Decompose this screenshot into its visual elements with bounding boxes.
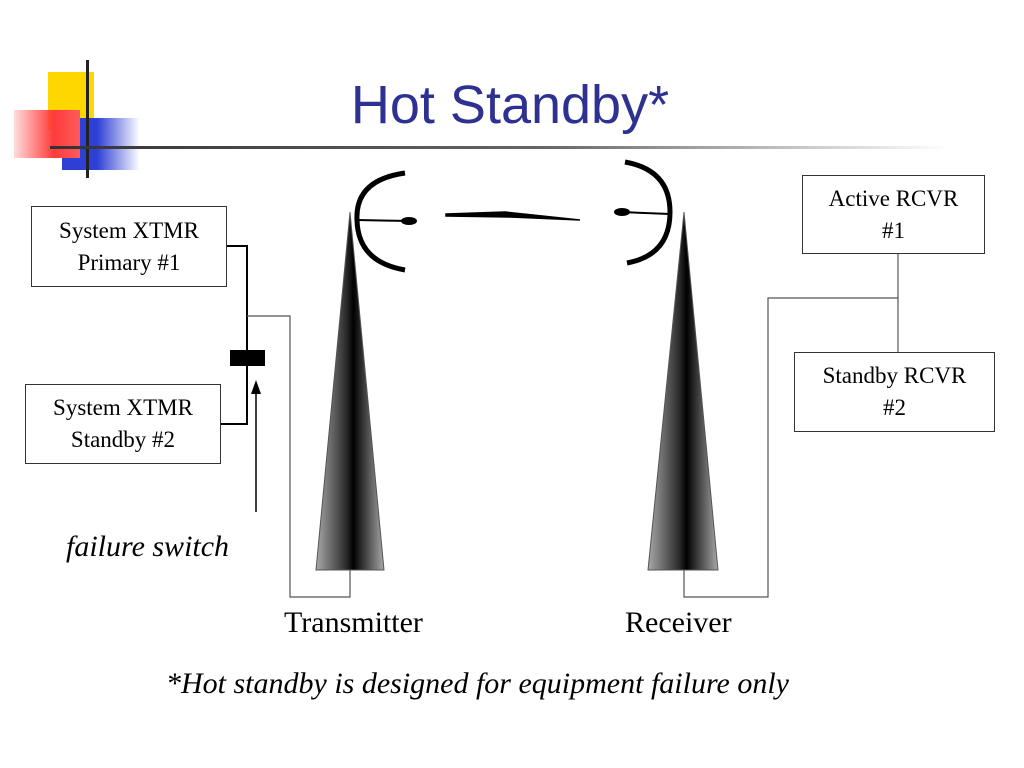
transmitter-tower xyxy=(315,211,385,571)
signal-beam xyxy=(445,211,581,221)
xtmr-primary-line1: System XTMR xyxy=(59,217,199,243)
xtmr-primary-box: System XTMR Primary #1 xyxy=(31,206,227,287)
failure-switch-arrowhead xyxy=(251,380,261,394)
receiver-label: Receiver xyxy=(625,606,732,639)
xtmr-standby-line2: Standby #2 xyxy=(70,427,176,452)
receiver-feed-horn xyxy=(614,208,630,216)
receiver-feed-line xyxy=(683,297,898,598)
primary-xtmr-connector xyxy=(221,245,248,425)
switch-to-transmitter-feed xyxy=(247,315,351,598)
transmitter-feed-horn xyxy=(401,217,417,225)
rcvr-standby-box: Standby RCVR #2 xyxy=(794,352,995,432)
xtmr-standby-box: System XTMR Standby #2 xyxy=(25,384,221,464)
receiver-tower xyxy=(647,211,719,571)
deco-vertical-line xyxy=(86,60,89,178)
rcvr-standby-line1: Standby RCVR xyxy=(822,363,967,388)
rcvr-active-line2: #1 xyxy=(882,217,905,243)
rcvr-active-box: Active RCVR #1 xyxy=(802,175,985,254)
xtmr-standby-line1: System XTMR xyxy=(53,395,193,420)
receiver-dish xyxy=(624,159,673,266)
footnote: *Hot standby is designed for equipment f… xyxy=(166,667,789,700)
xtmr-primary-line2: Primary #1 xyxy=(77,249,181,275)
transmitter-label: Transmitter xyxy=(284,606,423,639)
failure-switch-label: failure switch xyxy=(66,530,230,563)
deco-red-square xyxy=(14,110,80,158)
page-title: Hot Standby* xyxy=(350,75,670,135)
rcvr-standby-line2: #2 xyxy=(883,395,906,420)
title-underline xyxy=(50,146,950,149)
failure-switch-block xyxy=(230,350,265,366)
rcvr-active-line1: Active RCVR xyxy=(828,185,959,211)
